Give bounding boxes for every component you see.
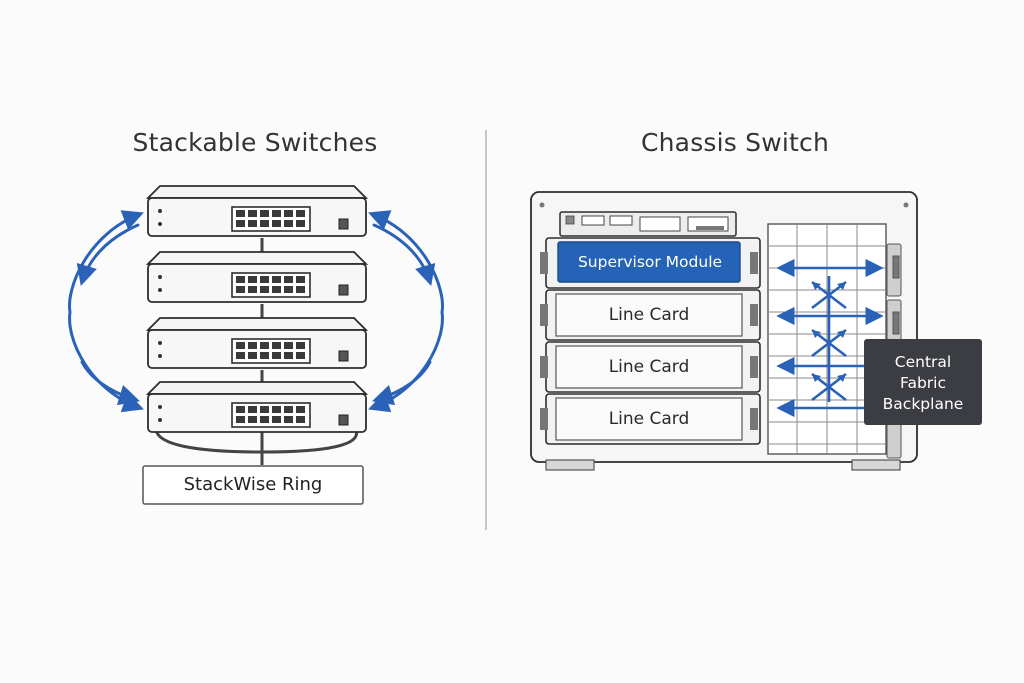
supervisor-module-label: Supervisor Module bbox=[577, 253, 723, 271]
line-card-slot-2 bbox=[540, 341, 761, 393]
line-card-label-2: Line Card bbox=[608, 357, 690, 377]
stack-cables bbox=[154, 238, 359, 465]
fabric-label-line-1: Central bbox=[894, 352, 952, 371]
line-card-label-3: Line Card bbox=[608, 409, 690, 429]
fabric-label-line-2: Fabric bbox=[899, 373, 946, 392]
stackwise-label-box bbox=[142, 465, 364, 505]
chassis-title: Chassis Switch bbox=[640, 128, 830, 157]
ring-arrow-right-outer bbox=[368, 210, 444, 413]
switch-ports bbox=[236, 406, 305, 423]
ring-arrow-left-outer bbox=[68, 210, 144, 413]
switch-unit-3 bbox=[145, 317, 369, 369]
ring-arrow-left-inner-top bbox=[76, 223, 140, 287]
ring-arrow-right-inner-top bbox=[372, 223, 436, 287]
switch-unit-1 bbox=[145, 185, 369, 237]
fabric-label-line-3: Backplane bbox=[882, 394, 964, 413]
stackable-title: Stackable Switches bbox=[132, 128, 378, 157]
line-card-label-1: Line Card bbox=[608, 305, 690, 325]
stack-ring-arrows bbox=[68, 210, 444, 413]
switch-unit-4 bbox=[145, 381, 369, 433]
line-card-slot-1 bbox=[540, 289, 761, 341]
stackwise-ring-label: StackWise Ring bbox=[183, 474, 323, 495]
fabric-arrows bbox=[776, 258, 884, 418]
line-card-slot-3 bbox=[540, 393, 761, 445]
supervisor-slot bbox=[540, 237, 761, 289]
switch-ports bbox=[236, 210, 305, 227]
ring-arrow-right-inner-bottom bbox=[371, 360, 432, 406]
fabric-label: Central Fabric Backplane bbox=[866, 341, 980, 425]
ring-arrow-left-inner-bottom bbox=[80, 360, 141, 406]
switch-unit-2 bbox=[145, 251, 369, 303]
fabric-cross-arrowheads bbox=[812, 282, 846, 382]
switch-ports bbox=[236, 342, 305, 359]
supervisor-module bbox=[557, 241, 741, 283]
switch-ports bbox=[236, 276, 305, 293]
fabric-label-box bbox=[864, 339, 982, 425]
